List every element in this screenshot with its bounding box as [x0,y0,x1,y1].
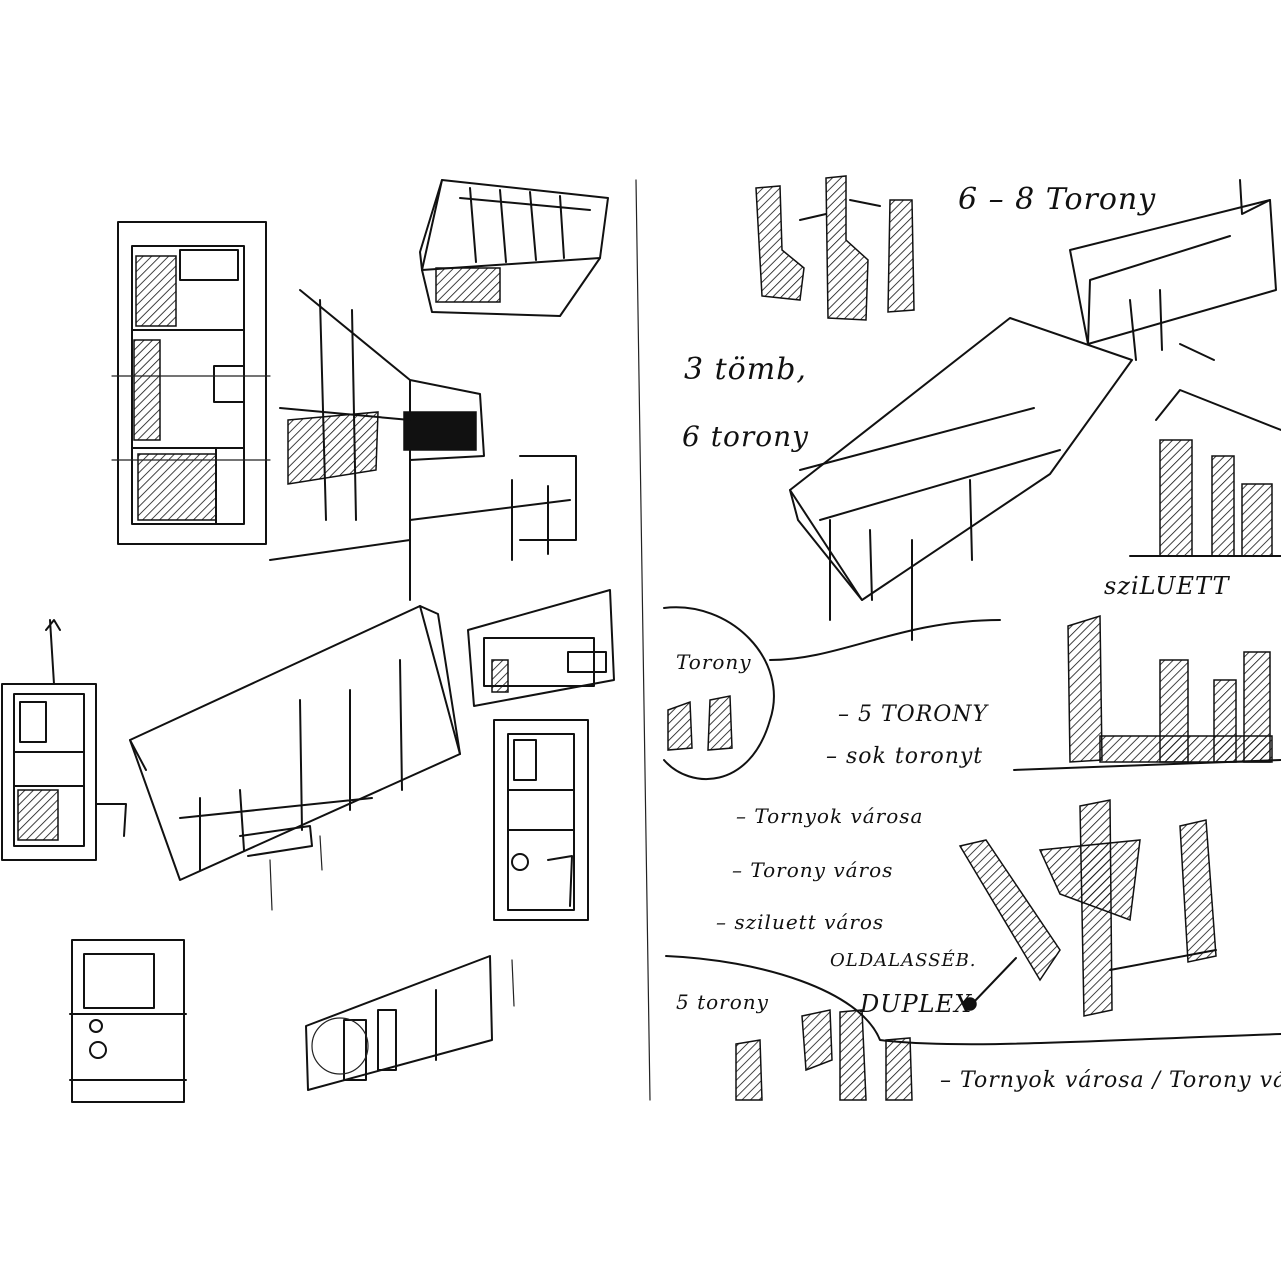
note-list-4: – Torony város [732,858,894,882]
facade-perspective-sketch [305,955,515,1091]
note-five-towers: 5 torony [676,990,769,1014]
floor-plan-sketch-2 [1,619,127,861]
note-list-3: – Tornyok városa [736,804,924,828]
floating-volume-sketch [419,179,609,317]
silhouette-sketch-1 [1129,389,1281,557]
note-list-2: – sok toronyt [826,744,984,769]
note-list-1: – 5 TORONY [838,702,989,727]
silhouette-sketch-2 [1013,614,1281,771]
note-blocks: 3 tömb, [684,352,807,387]
note-tower-circle: Torony [676,650,752,674]
floor-plan-sketch-1 [111,221,271,545]
note-towers: 6 torony [682,420,809,453]
detail-circle-sketch [663,606,1001,780]
slab-perspective-sketch [129,605,461,911]
note-silhouette: sziLUETT [1104,572,1230,600]
section-sketch [467,589,615,707]
tower-cluster-sketch-2 [735,1009,913,1101]
note-towers-count: 6 – 8 Torony [958,182,1157,217]
floor-plan-sketch-4 [69,939,187,1103]
note-list-5: – sziluett város [716,910,885,934]
tower-model-sketch [958,799,1217,1017]
massing-perspective-sketch [789,179,1277,641]
note-duplex: DUPLEX [860,990,973,1018]
floor-plan-sketch-3 [493,719,589,921]
page-gutter [635,179,651,1101]
note-bottom-line: – Tornyok városa / Torony vá [940,1068,1281,1093]
tower-cluster-sketch-1 [755,175,915,321]
interior-perspective-sketch [269,289,577,601]
note-list-6: OLDALASSÉB. [830,950,977,971]
